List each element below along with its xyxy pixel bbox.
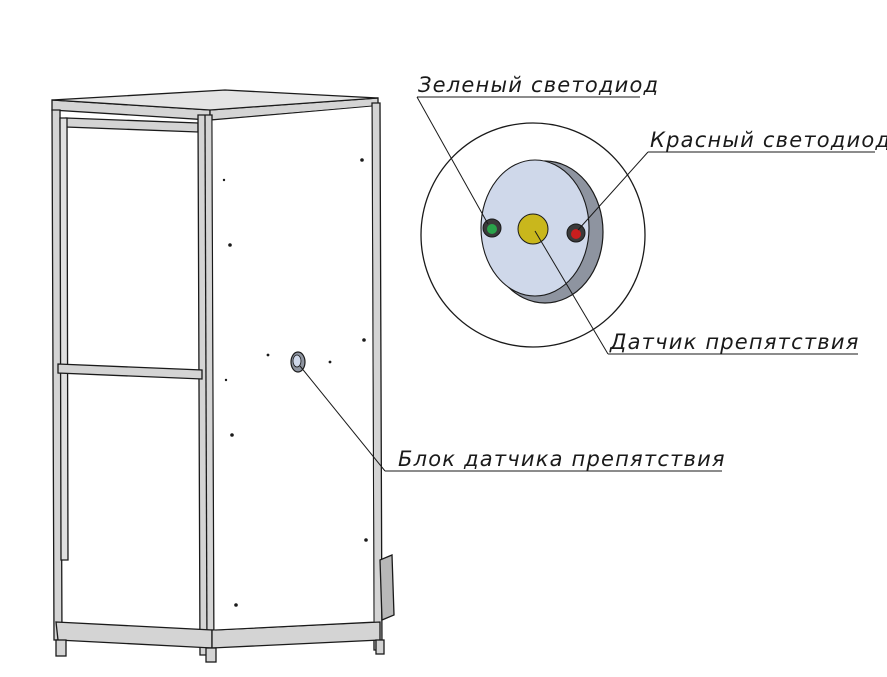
sensor-block [290,351,306,373]
green-led-lens [487,224,497,234]
cabinet-frame [51,89,395,663]
foot-center [205,647,217,663]
bottom-frame-front [55,621,213,649]
foot-left [55,639,67,657]
center-post-edge [204,114,208,656]
red-led-lens [571,229,581,239]
label-red-led: Красный светодиод [650,128,887,152]
top-frame-back [51,89,379,111]
middle-bar [57,363,203,380]
top-inner-bar [65,117,199,133]
left-inner-post [59,117,69,561]
detail-view [420,122,646,348]
label-sensor-block: Блок датчика препятствия [398,447,726,471]
foot-right [375,639,385,655]
panel-fasteners [222,158,368,607]
yellow-sensor [517,213,549,245]
label-green-led: Зеленый светодиод [418,73,659,97]
side-bracket [379,554,395,621]
leader-lines [299,96,875,472]
label-obstacle-sensor: Датчик препятствия [609,330,860,354]
